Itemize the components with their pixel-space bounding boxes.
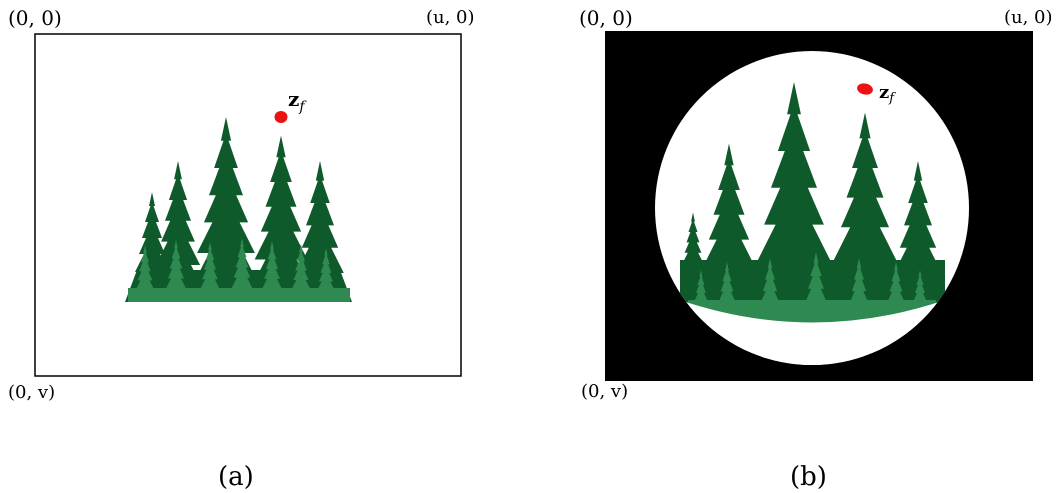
point-label-a: zf [288, 87, 307, 115]
light-trees-a [128, 238, 350, 302]
corner-label-a-bottom-left: (0, v) [8, 382, 55, 403]
panel-b: zf (0, 0) (u, 0) (0, v) (b) [579, 6, 1053, 492]
corner-label-b-top-right: (u, 0) [1004, 7, 1053, 28]
focus-point-b [857, 83, 873, 95]
caption-a: (a) [218, 462, 254, 492]
corner-label-b-top-left: (0, 0) [579, 6, 633, 30]
panel-a: zf (0, 0) (u, 0) (0, v) (a) [8, 6, 475, 492]
focus-point-a [274, 111, 288, 123]
corner-label-b-bottom-left: (0, v) [581, 381, 628, 402]
corner-label-a-top-right: (u, 0) [426, 7, 475, 28]
corner-label-a-top-left: (0, 0) [8, 6, 62, 30]
caption-b: (b) [790, 462, 827, 492]
forest-a [125, 117, 352, 302]
image-frame-a [34, 33, 462, 377]
point-label-b: zf [879, 82, 896, 106]
